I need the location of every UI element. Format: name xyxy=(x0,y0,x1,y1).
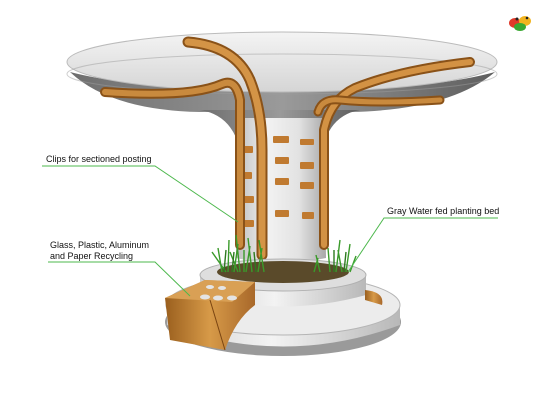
label-gray-water: Gray Water fed planting bed xyxy=(387,206,500,216)
label-clips: Clips for sectioned posting xyxy=(46,154,152,164)
grass-bed xyxy=(211,234,357,273)
leader-recycling xyxy=(48,261,191,297)
leader-gray-water xyxy=(347,217,498,273)
leader-clips xyxy=(42,165,239,223)
label-recycling-line2: and Paper Recycling xyxy=(50,251,134,261)
logo-icon xyxy=(509,16,531,31)
column xyxy=(236,118,326,263)
recycling-holes xyxy=(200,285,237,301)
label-recycling: Glass, Plastic, Aluminum and Paper Recyc… xyxy=(50,240,149,262)
leader-lines xyxy=(42,165,498,297)
recycling-bench xyxy=(165,280,383,351)
wooden-ribs xyxy=(100,36,475,261)
label-recycling-line1: Glass, Plastic, Aluminum xyxy=(50,240,150,250)
